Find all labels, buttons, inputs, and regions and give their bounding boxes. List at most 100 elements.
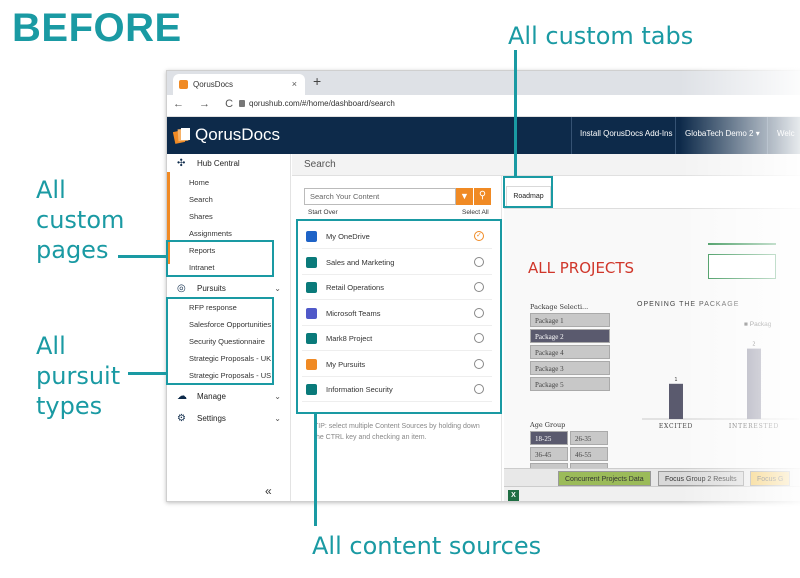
source-label: Sales and Marketing [326,257,395,267]
package-slicer-item[interactable]: Package 5 [530,377,610,391]
browser-tabbar: QorusDocs × + [167,71,800,95]
start-over-link[interactable]: Start Over [308,209,338,216]
sidebar-section-label: Hub Central [197,159,240,168]
source-icon [306,333,317,344]
filter-icon: ▼ [460,191,469,201]
sidebar-section-label: Pursuits [197,284,226,293]
sidebar-item-rfp-response[interactable]: RFP response [189,303,237,312]
filter-button[interactable]: ▼ [456,188,473,205]
connector-line [314,414,317,526]
address-bar: ← → C qorushub.com/#/home/dashboard/sear… [167,95,800,117]
collapse-sidebar-icon[interactable]: « [265,484,272,498]
checked-radio-icon[interactable]: ✓ [474,231,484,241]
favicon-icon [179,80,188,89]
age-slicer-item[interactable]: 36-45 [530,447,568,461]
install-addins-link[interactable]: Install QorusDocs Add-Ins [580,129,673,138]
sidebar-item-strategic-uk[interactable]: Strategic Proposals - UK [189,354,272,363]
sidebar: ✣ Hub Central Home Search Shares Assignm… [167,154,291,501]
content-source-item[interactable]: Information Security [302,377,492,402]
content-source-item[interactable]: Microsoft Teams [302,301,492,326]
app-header: QorusDocs Install QorusDocs Add-Ins Glob… [167,117,800,154]
sidebar-section-manage[interactable]: ☁ Manage ⌄ [167,387,291,407]
sheet-tabs: Concurrent Projects Data Focus Group 2 R… [504,468,800,486]
sidebar-item-shares[interactable]: Shares [189,212,213,221]
radio-icon[interactable] [474,282,484,292]
source-icon [306,384,317,395]
sidebar-section-pursuits[interactable]: ◎ Pursuits ⌄ [167,279,291,299]
content-source-item[interactable]: Retail Operations [302,275,492,300]
excel-icon: X [508,490,519,501]
decorative-line [708,243,776,245]
sidebar-item-home[interactable]: Home [189,178,210,187]
cloud-icon: ☁ [177,391,187,402]
sidebar-item-search[interactable]: Search [189,195,213,204]
callout-content-sources: All content sources [312,532,542,560]
url-field[interactable]: qorushub.com/#/home/dashboard/search [239,99,395,108]
source-icon [306,307,317,319]
active-section-indicator [167,172,170,264]
browser-tab[interactable]: QorusDocs × [173,74,305,95]
sidebar-item-security-questionnaire[interactable]: Security Questionnaire [189,337,265,346]
callout-custom-tabs: All custom tabs [508,22,694,50]
sidebar-item-assignments[interactable]: Assignments [189,229,232,238]
tab-concurrent-projects[interactable]: Concurrent Projects Data [558,471,651,486]
highlight-content-sources [296,219,502,414]
source-label: My Pursuits [326,359,366,369]
radio-icon[interactable] [474,333,484,343]
radio-icon[interactable] [474,307,484,318]
highlight-pursuit-types [166,297,274,385]
workspace-dropdown[interactable]: GlobaTech Demo 2 ▾ [685,129,760,138]
age-slicer-item[interactable]: 46-55 [570,447,608,461]
radio-icon[interactable] [474,256,484,267]
new-tab-button[interactable]: + [313,73,322,89]
package-slicer-title: Package Selecti... [530,303,589,311]
age-slicer-item[interactable]: 18-25 [530,431,568,445]
welcome-user[interactable]: Welc [777,129,795,138]
chart-tick-label: EXCITED [659,423,693,430]
search-button[interactable]: ⚲ [474,188,491,205]
sidebar-item-strategic-us[interactable]: Strategic Proposals - US [189,371,272,380]
package-slicer-item[interactable]: Package 1 [530,313,610,327]
header-divider [767,117,768,154]
report-canvas: ALL PROJECTS Package Selecti... Package … [504,208,800,477]
tip-text: TIP: select multiple Content Sources by … [314,423,480,441]
age-slicer-item[interactable]: 26-35 [570,431,608,445]
connector-line [128,372,166,375]
content-source-item[interactable]: My Pursuits [302,352,492,377]
package-slicer-item[interactable]: Package 4 [530,345,610,359]
chart-tick-label: INTERESTED [729,423,779,430]
chevron-down-icon: ⌄ [274,392,281,401]
search-input[interactable]: Search Your Content [304,188,456,205]
sidebar-item-salesforce[interactable]: Salesforce Opportunities [189,320,272,329]
age-slicer-title: Age Group [530,421,566,429]
content-source-item[interactable]: My OneDrive✓ [302,224,492,249]
sidebar-item-reports[interactable]: Reports [189,246,216,255]
pursuits-target-icon: ◎ [177,283,186,294]
chart-bar[interactable] [669,383,683,419]
source-icon [306,282,317,293]
qorusdocs-logo-icon [173,128,190,144]
app-logo-text[interactable]: QorusDocs [195,125,281,144]
content-source-item[interactable]: Sales and Marketing [302,250,492,275]
sidebar-section-settings[interactable]: ⚙ Settings ⌄ [167,409,291,429]
package-slicer-item[interactable]: Package 2 [530,329,610,343]
sidebar-section-hub-central[interactable]: ✣ Hub Central [167,154,291,174]
hub-network-icon: ✣ [177,158,186,169]
gear-icon: ⚙ [177,413,186,424]
close-tab-icon[interactable]: × [291,79,297,89]
nav-buttons[interactable]: ← → C [173,98,240,110]
tab-focus-g[interactable]: Focus G [750,471,791,486]
radio-icon[interactable] [474,384,484,394]
package-slicer-item[interactable]: Package 3 [530,361,610,375]
tab-focus-group-2[interactable]: Focus Group 2 Results [658,471,744,486]
connector-line [118,255,166,258]
select-all-link[interactable]: Select All [462,209,489,216]
radio-icon[interactable] [474,358,484,369]
content-sources-panel: Search Your Content ▼ ⚲ Start Over Selec… [292,176,502,501]
sidebar-item-intranet[interactable]: Intranet [189,263,215,272]
callout-line: types [36,392,103,420]
content-source-item[interactable]: Mark8 Project [302,326,492,351]
chart-bar[interactable] [747,348,761,419]
report-heading: ALL PROJECTS [528,259,635,277]
